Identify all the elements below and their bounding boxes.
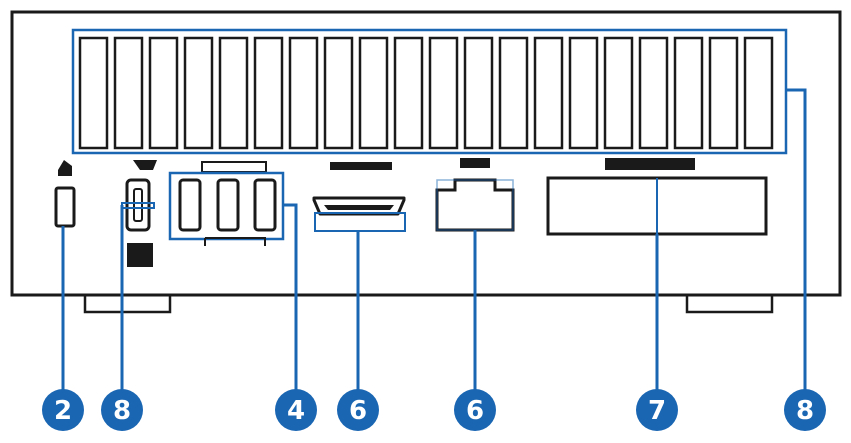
callout-circle xyxy=(275,389,317,431)
chassis xyxy=(10,10,842,314)
callout-circle xyxy=(454,389,496,431)
displayport-ports xyxy=(546,158,768,236)
usb-a-port-1 xyxy=(178,178,202,232)
vent-slot xyxy=(183,36,214,150)
callout-circle xyxy=(42,389,84,431)
displayport-icon xyxy=(605,158,695,170)
callout-circle xyxy=(101,389,143,431)
hdmi-icon xyxy=(330,162,392,170)
usb-icon xyxy=(201,161,267,173)
usb-c-outer xyxy=(125,178,151,232)
callout-label: 6 xyxy=(349,396,367,426)
vent-slot xyxy=(358,36,389,150)
callout-line-8 xyxy=(786,88,807,395)
air-vents xyxy=(78,36,774,150)
callout-label: 7 xyxy=(648,396,666,426)
callout-lines xyxy=(61,88,807,395)
callout-circle xyxy=(337,389,379,431)
callout-line-4 xyxy=(283,203,298,395)
callout-label: 8 xyxy=(796,396,814,426)
chassis-foot-left xyxy=(83,293,172,314)
vent-slot xyxy=(708,36,739,150)
vent-slot xyxy=(603,36,634,150)
vent-slot xyxy=(568,36,599,150)
ethernet-port xyxy=(435,158,515,232)
callout-badge-2: 2 xyxy=(42,389,84,431)
ethernet-socket xyxy=(435,178,515,232)
callout-badge-8: 8 xyxy=(784,389,826,431)
callout-circle xyxy=(784,389,826,431)
callout-badge-4: 4 xyxy=(275,389,317,431)
vent-slot xyxy=(253,36,284,150)
usb-a-port-3 xyxy=(253,178,277,232)
vent-slot xyxy=(498,36,529,150)
thunderbolt-icon xyxy=(133,160,157,170)
callout-label: 4 xyxy=(287,396,305,426)
callout-circle xyxy=(636,389,678,431)
chassis-body xyxy=(10,10,842,297)
hdmi-port xyxy=(312,162,406,232)
callout-badge-3: 8 xyxy=(101,389,143,431)
vent-slot xyxy=(323,36,354,150)
vent-slot xyxy=(148,36,179,150)
hdmi-highlight xyxy=(314,212,406,232)
vent-slot xyxy=(463,36,494,150)
callout-label: 2 xyxy=(54,396,72,426)
lock-icon xyxy=(58,160,72,176)
usb-a-ports xyxy=(168,161,285,246)
hdmi-inner xyxy=(324,205,394,210)
usb-a-bottom-bracket xyxy=(204,237,266,246)
power-icon xyxy=(127,243,153,267)
vent-slot xyxy=(78,36,109,150)
vent-slot xyxy=(288,36,319,150)
callout-badge-7: 7 xyxy=(636,389,678,431)
usb-c-inner xyxy=(133,188,143,222)
vent-slot xyxy=(428,36,459,150)
usb-a-port-2 xyxy=(216,178,240,232)
ethernet-highlight xyxy=(436,179,514,231)
vent-slot xyxy=(393,36,424,150)
callout-label: 8 xyxy=(113,396,131,426)
callout-badge-6: 6 xyxy=(454,389,496,431)
usb-c-port xyxy=(121,160,157,267)
vent-slot xyxy=(533,36,564,150)
vent-slot xyxy=(638,36,669,150)
vent-slot xyxy=(113,36,144,150)
vent-slot xyxy=(673,36,704,150)
callout-label: 6 xyxy=(466,396,484,426)
network-icon xyxy=(460,158,490,168)
callout-badge-5: 6 xyxy=(337,389,379,431)
vent-slot xyxy=(743,36,774,150)
chassis-foot-right xyxy=(685,293,774,314)
vent-slot xyxy=(218,36,249,150)
kensington-slot xyxy=(54,160,76,228)
kensington-slot-opening xyxy=(54,186,76,228)
